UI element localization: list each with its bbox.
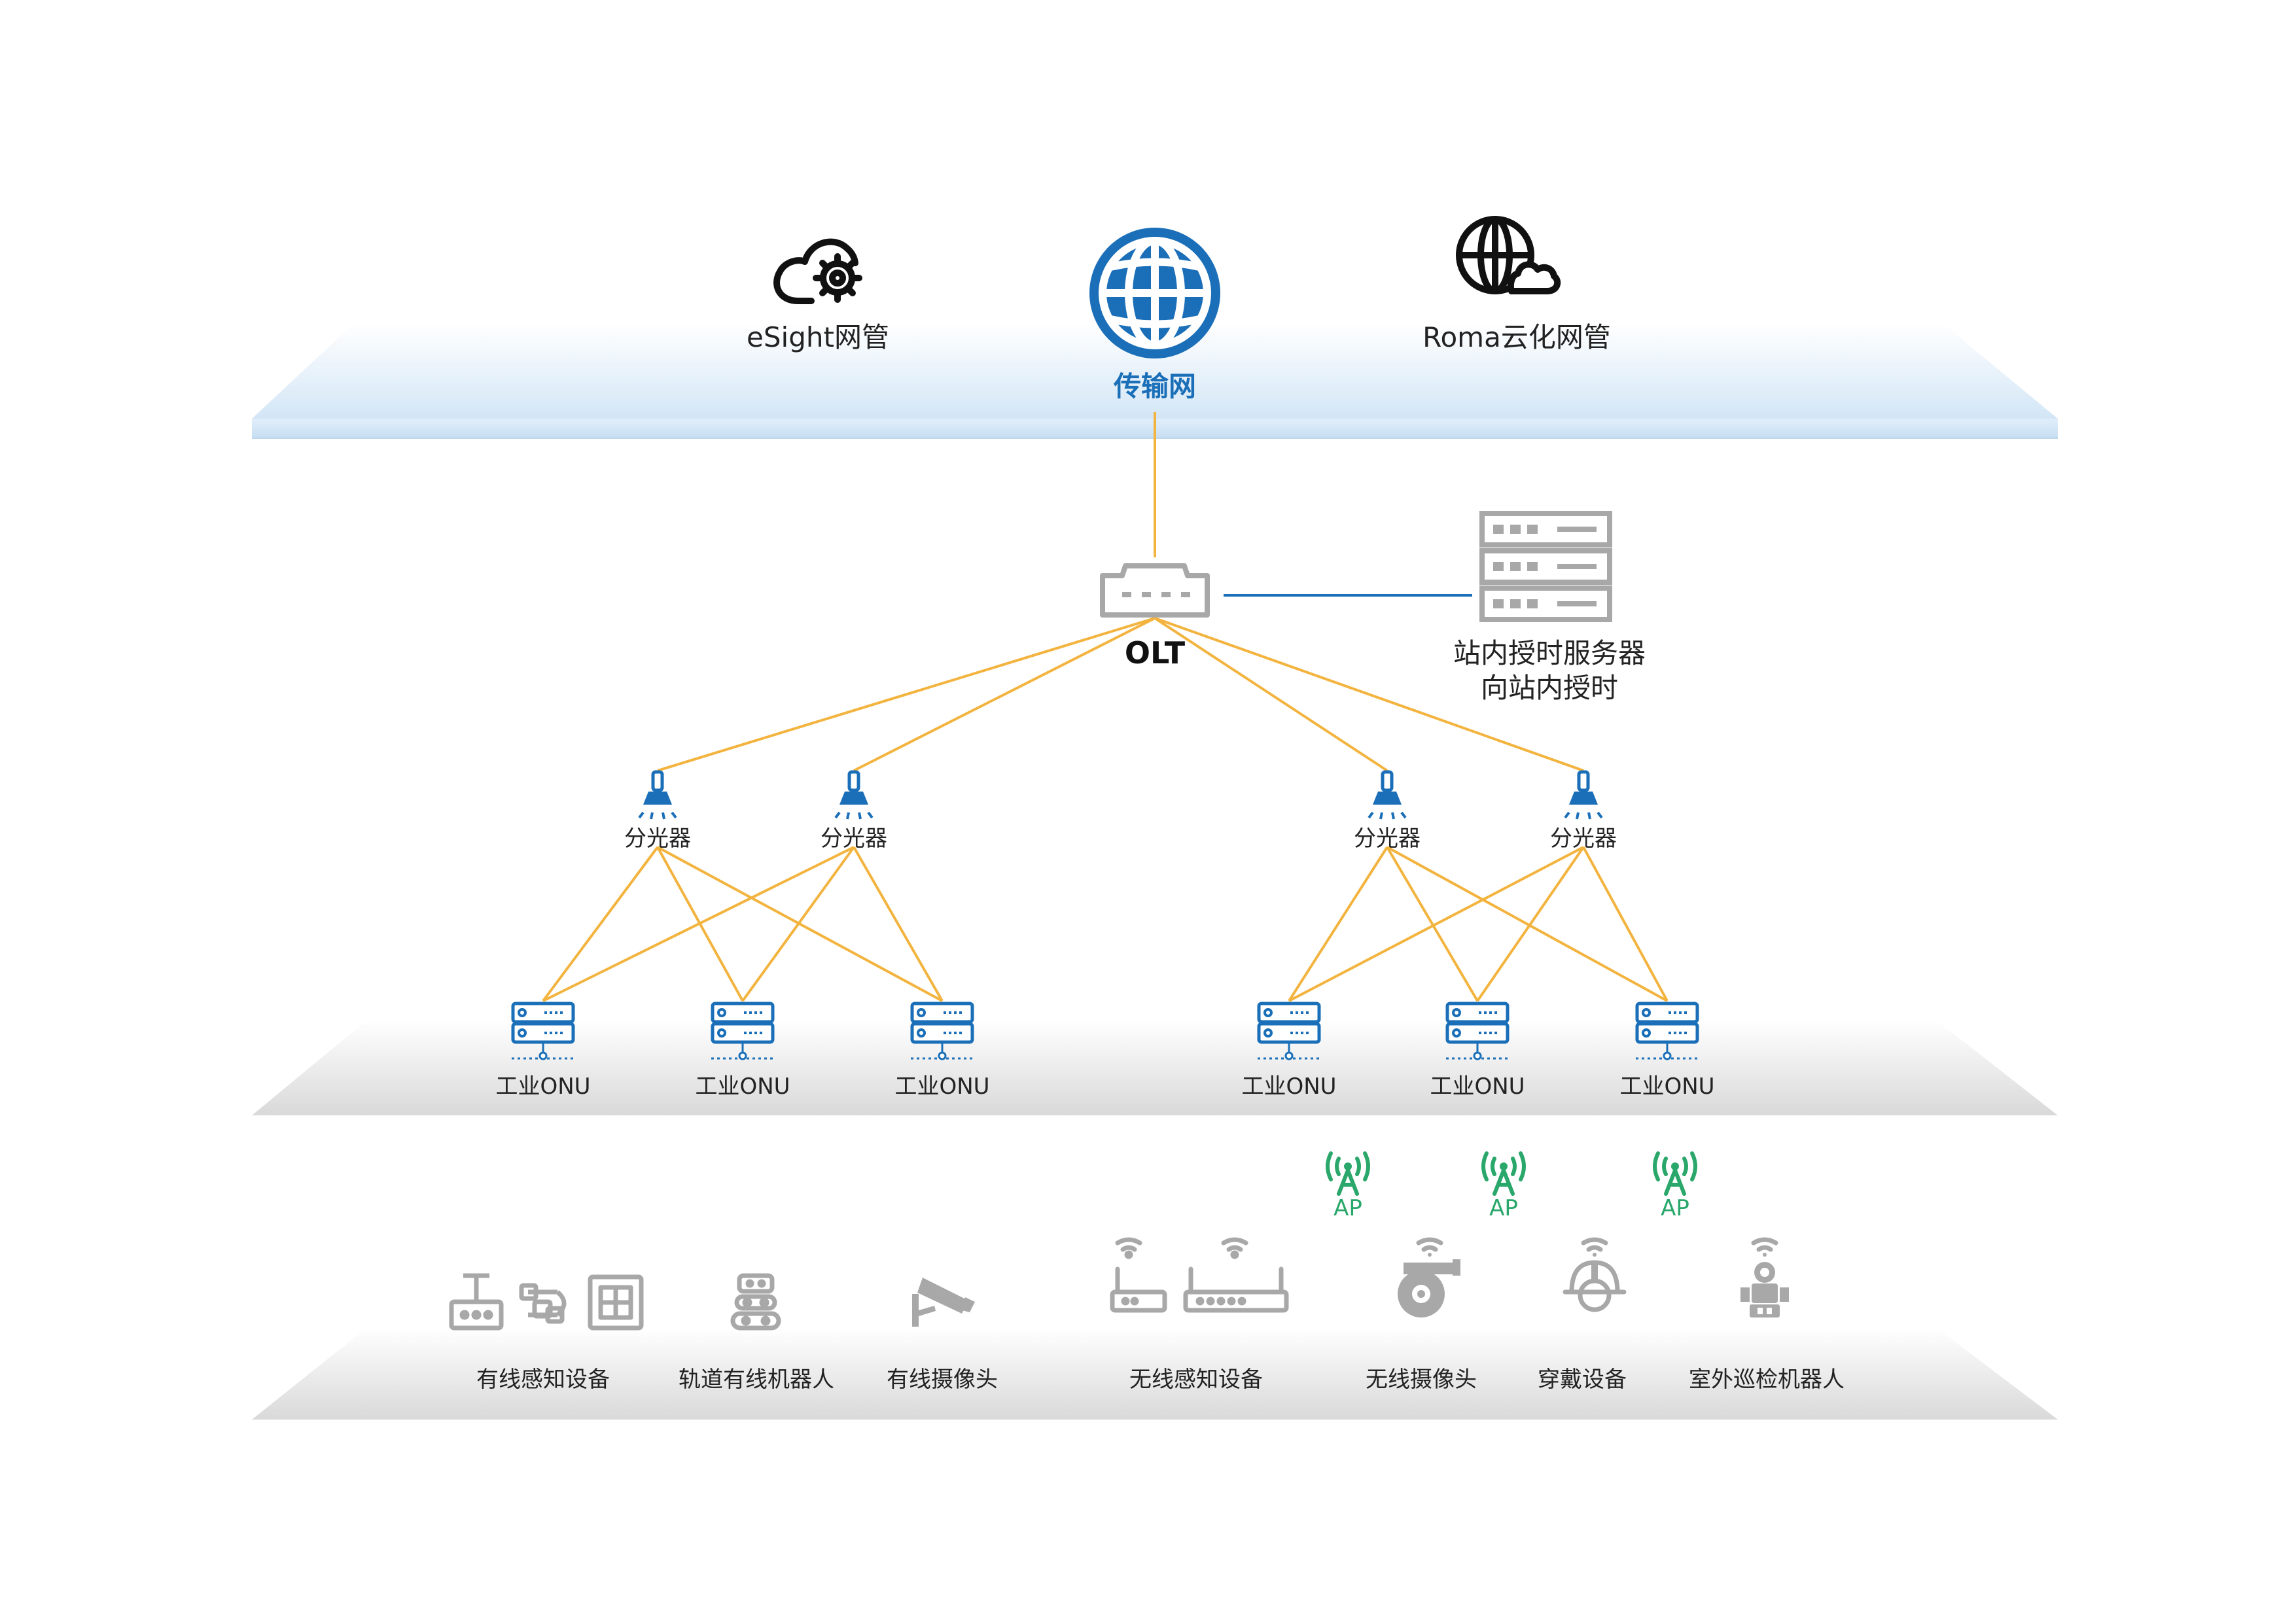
link-sp3-onu6 [1386,846,1668,1002]
wireless-gateway-icon [1183,1237,1289,1313]
outdoor-robot-icon [1740,1237,1789,1318]
splitter-icon [638,770,677,820]
splitter-label: 分光器 [624,826,691,852]
device-label: 室外巡检机器人 [1689,1367,1845,1393]
link-olt-splitter-3 [1154,617,1388,772]
wired-camera-icon [912,1278,975,1327]
onu-icon [1635,1002,1699,1060]
olt-label: OLT [1124,635,1186,671]
splitter-icon [834,770,874,820]
device-platform [252,1328,2058,1420]
ap-label: AP [1333,1195,1362,1221]
ap-group [1326,1151,1697,1196]
cloud-gear-icon [773,238,862,304]
wireless-router-icon [1110,1237,1167,1313]
link-sp3-onu4 [1288,846,1388,1002]
device-label: 有线感知设备 [476,1367,610,1393]
cable-connector-icon [519,1283,567,1324]
onu-label: 工业ONU [1241,1073,1337,1100]
wired-sensor-icons [449,1273,644,1331]
ap-antenna-icon [1326,1151,1370,1196]
link-olt-splitter-2 [853,617,1156,772]
globe-cloud-icon [1456,216,1561,294]
server-label-line1: 站内授时服务器 [1453,637,1646,669]
link-olt-splitter-4 [1154,617,1584,772]
onu-icon [910,1002,974,1060]
ap-antenna-icon [1481,1151,1526,1196]
fiber-links [542,412,1669,1002]
device-label: 无线摄像头 [1366,1367,1477,1393]
ap-label: AP [1489,1195,1518,1221]
onu-label: 工业ONU [1430,1073,1525,1100]
onu-icon [711,1002,775,1060]
onu-icon [1445,1002,1510,1060]
link-sp3-onu5 [1386,846,1479,1002]
wireless-camera-icon [1398,1237,1460,1318]
ap-antenna-icon [1653,1151,1697,1196]
switch-panel-icon [588,1274,644,1331]
onu-platform [252,1021,2058,1115]
ap-label: AP [1661,1195,1689,1221]
onu-label: 工业ONU [1619,1073,1715,1100]
roma-label: Roma云化网管 [1422,321,1611,353]
wired-router-icon [449,1273,504,1331]
splitter-label: 分光器 [821,826,887,852]
device-label: 穿戴设备 [1538,1367,1627,1393]
splitter-label: 分光器 [1550,826,1617,852]
link-sp4-onu4 [1288,846,1584,1002]
onu-label: 工业ONU [894,1073,990,1100]
server-label-line2: 向站内授时 [1480,672,1619,704]
olt-switch-icon [1100,563,1210,618]
server-rack-icon [1479,511,1612,622]
link-sp4-onu6 [1582,846,1669,1002]
device-label: 有线摄像头 [887,1367,998,1393]
wearable-helmet-icon [1563,1237,1627,1312]
link-sp2-onu3 [853,846,944,1002]
splitter-label: 分光器 [1354,826,1421,852]
wireless-sensor-icons [1110,1237,1289,1313]
onu-icon [1257,1002,1321,1060]
splitter-icon [1564,770,1603,820]
onu-group [511,1002,1699,1060]
link-sp2-onu2 [741,846,855,1002]
link-sp2-onu1 [542,846,855,1002]
link-olt-splitter-1 [657,617,1156,772]
rail-robot-icon [730,1273,781,1331]
splitter-group [638,770,1603,820]
link-sp4-onu5 [1476,846,1585,1002]
device-label: 无线感知设备 [1129,1367,1263,1393]
onu-label: 工业ONU [695,1073,790,1100]
onu-label: 工业ONU [495,1073,591,1100]
device-label: 轨道有线机器人 [679,1367,834,1393]
link-sp1-onu3 [657,846,943,1002]
link-sp1-onu1 [542,846,659,1002]
globe-icon [1089,228,1220,358]
network-label: 传输网 [1113,370,1197,402]
esight-label: eSight网管 [747,321,889,353]
onu-icon [511,1002,575,1060]
splitter-icon [1368,770,1407,820]
